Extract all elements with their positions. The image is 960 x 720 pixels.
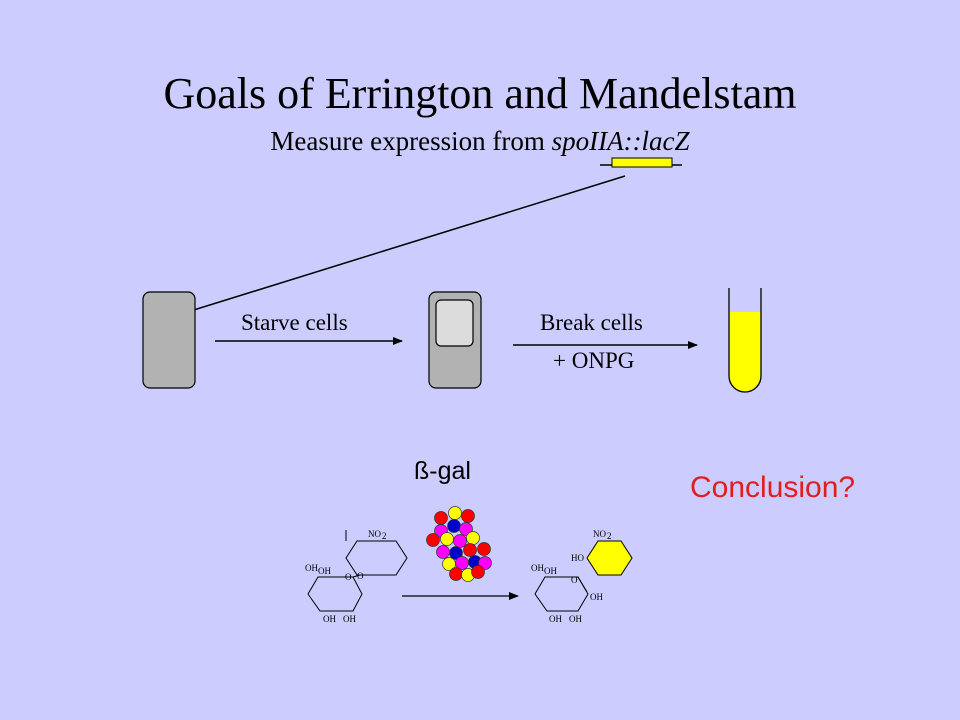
product-oh-2: OH (544, 566, 557, 576)
substrate-ring-o: O (345, 572, 352, 582)
product-structure (534, 576, 589, 612)
vegetative-cell (142, 291, 196, 389)
break-cells-label: Break cells (540, 310, 643, 335)
product-oh-1: OH (531, 563, 544, 573)
gene-name: spoIIA::lacZ (551, 126, 690, 156)
product-oh-5: OH (590, 592, 603, 602)
introduce-construct-arrow (167, 175, 626, 320)
substrate-nitro: NO (368, 529, 381, 539)
product-oh-3: OH (549, 614, 562, 624)
beta-gal-label: ß-gal (414, 457, 471, 485)
starve-cells-label: Starve cells (241, 310, 348, 335)
substrate-oh-2: OH (318, 566, 331, 576)
product-oh-4: OH (569, 614, 582, 624)
substrate-link-o: O (357, 571, 364, 581)
slide-title: Goals of Errington and Mandelstam (163, 69, 797, 118)
substrate-oh-1: OH (305, 563, 318, 573)
substrate-oh-3: OH (323, 614, 336, 624)
slide-subtitle: Measure expression from spoIIA::lacZ (0, 124, 960, 158)
product-ring-o: O (571, 575, 578, 585)
conclusion-text: Conclusion? (690, 471, 856, 504)
forespore (435, 299, 474, 347)
test-tube (728, 288, 762, 393)
sporulating-cell (428, 291, 482, 389)
add-onpg-label: + ONPG (553, 348, 635, 373)
substrate-oh-4: OH (343, 614, 356, 624)
onpg-structure (307, 530, 408, 612)
substrate-nitro-sub: 2 (382, 531, 387, 541)
product-ho: HO (571, 553, 584, 563)
beta-gal-molecule-icon (426, 506, 492, 582)
product-nitro: NO (593, 529, 606, 539)
lacz-construct-icon (600, 157, 682, 168)
subtitle-prefix: Measure expression from (270, 126, 552, 156)
product-nitro-sub: 2 (607, 531, 612, 541)
o-nitrophenol-ring (586, 540, 633, 576)
